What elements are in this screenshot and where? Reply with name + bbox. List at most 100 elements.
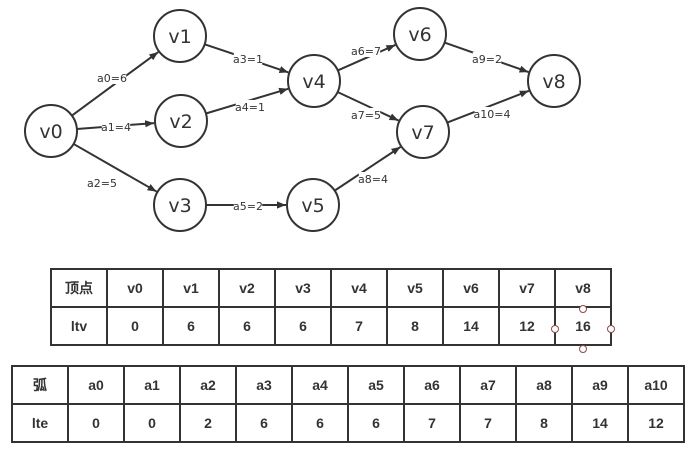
node-label: v1 [168, 26, 191, 48]
edge-label-bg [233, 199, 263, 212]
selection-handle-right[interactable] [607, 325, 615, 333]
arc-header-cell: a3 [235, 365, 293, 405]
vertex-header-cell: v2 [218, 268, 276, 308]
edge-label: a5=2 [233, 200, 263, 213]
edge-v7-v8: a10=4 [446, 89, 530, 124]
node-v3: v3 [153, 178, 207, 232]
node-circle [396, 105, 450, 159]
ltv-value-cell: 7 [330, 306, 388, 346]
edge-arrow [334, 146, 402, 192]
lte-value-cell: 8 [515, 403, 573, 443]
edge-v0-v1: a0=6 [71, 51, 159, 117]
node-circle [154, 94, 208, 148]
edge-label: a4=1 [235, 101, 265, 114]
edge-arrow [337, 91, 399, 122]
lte-value-cell: 0 [67, 403, 125, 443]
node-v8: v8 [527, 54, 581, 108]
edge-v2-v4: a4=1 [205, 87, 289, 115]
edge-label: a6=7 [351, 45, 381, 58]
node-circle [24, 104, 78, 158]
node-v5: v5 [286, 178, 340, 232]
ltv-value-cell: 6 [218, 306, 276, 346]
node-v2: v2 [154, 94, 208, 148]
node-circle [153, 178, 207, 232]
node-v6: v6 [393, 7, 447, 61]
vertex-header-cell: v6 [442, 268, 500, 308]
edge-label: a7=5 [351, 109, 381, 122]
edge-label: a10=4 [474, 108, 511, 121]
selection-handle-top[interactable] [579, 305, 587, 313]
node-label: v5 [301, 195, 324, 217]
node-label: v4 [302, 71, 325, 93]
ltv-value-cell: 12 [498, 306, 556, 346]
node-label: v2 [169, 111, 192, 133]
edge-label: a8=4 [358, 173, 388, 186]
lte-value-cell: 7 [459, 403, 517, 443]
node-label: v7 [411, 122, 434, 144]
edge-label-bg [472, 52, 502, 65]
node-v7: v7 [396, 105, 450, 159]
lte-value-cell: 7 [403, 403, 461, 443]
vertex-header-cell: v1 [162, 268, 220, 308]
selection-handle-bottom[interactable] [579, 345, 587, 353]
vertex-header-cell: v3 [274, 268, 332, 308]
arc-header-cell: a7 [459, 365, 517, 405]
node-label: v3 [168, 195, 191, 217]
edge-label-bg [233, 52, 263, 65]
node-label: v6 [408, 24, 431, 46]
edge-v4-v7: a7=5 [337, 91, 399, 122]
lte-value-cell: 0 [123, 403, 181, 443]
edge-v6-v8: a9=2 [444, 41, 529, 74]
arc-header-cell: a4 [291, 365, 349, 405]
edge-label-bg [235, 100, 265, 113]
vertex-header-cell: v4 [330, 268, 388, 308]
edge-label: a1=4 [101, 121, 131, 134]
lte-value-cell: 2 [179, 403, 237, 443]
node-circle [287, 54, 341, 108]
ltv-value-cell: ltv [50, 306, 108, 346]
lte-value-cell: 14 [571, 403, 629, 443]
arc-header-cell: 弧 [11, 365, 69, 405]
edge-label: a9=2 [472, 53, 502, 66]
edge-label: a3=1 [233, 53, 263, 66]
edge-arrow [337, 44, 396, 72]
arc-header-cell: a2 [179, 365, 237, 405]
node-label: v0 [39, 121, 62, 143]
edge-v1-v4: a3=1 [204, 43, 289, 74]
ltv-value-cell: 14 [442, 306, 500, 346]
arc-header-cell: a10 [627, 365, 685, 405]
edge-label-bg [358, 172, 388, 185]
edge-v0-v3: a2=5 [73, 143, 158, 193]
edge-v5-v7: a8=4 [334, 146, 402, 192]
vertex-header-cell: v0 [106, 268, 164, 308]
ltv-value-cell: 6 [162, 306, 220, 346]
selection-handle-left[interactable] [551, 325, 559, 333]
arc-header-cell: a6 [403, 365, 461, 405]
vertex-header-cell: v5 [386, 268, 444, 308]
edge-label-bg [474, 107, 510, 120]
edge-label-bg [87, 176, 117, 189]
edge-arrow [73, 143, 158, 193]
node-v1: v1 [153, 9, 207, 63]
vertex-header-cell: v7 [498, 268, 556, 308]
vertex-header-cell: 顶点 [50, 268, 108, 308]
edge-arrow [446, 89, 530, 124]
ltv-value-cell: 6 [274, 306, 332, 346]
node-label: v8 [542, 71, 565, 93]
edge-label-bg [351, 44, 381, 57]
lte-value-cell: 6 [291, 403, 349, 443]
node-v0: v0 [24, 104, 78, 158]
arc-header-cell: a5 [347, 365, 405, 405]
lte-value-cell: lte [11, 403, 69, 443]
edge-v0-v2: a1=4 [76, 120, 155, 134]
edge-label: a2=5 [87, 177, 117, 190]
edge-label-bg [101, 120, 131, 133]
edge-v4-v6: a6=7 [337, 44, 396, 72]
node-circle [153, 9, 207, 63]
